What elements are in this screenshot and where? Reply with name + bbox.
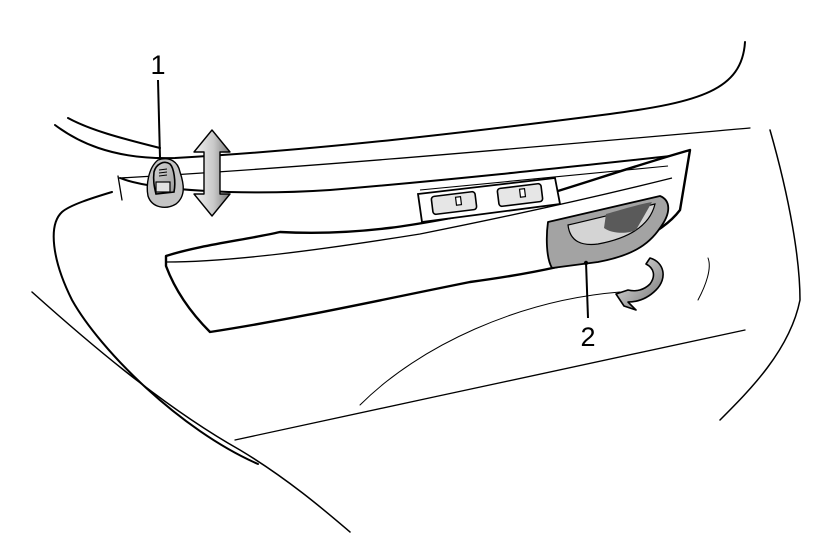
door-shell <box>31 129 801 533</box>
window-switch-left[interactable] <box>430 190 478 216</box>
interior-door-handle[interactable] <box>545 195 670 269</box>
double-vertical-arrow-icon <box>193 129 231 217</box>
window-switch-panel <box>416 177 562 224</box>
window-switch-right[interactable] <box>496 182 544 208</box>
callout-1: 1 <box>150 50 166 159</box>
window-frame <box>54 41 746 160</box>
door-lock-knob[interactable] <box>146 158 184 208</box>
curved-rotate-arrow-icon <box>615 257 664 311</box>
callout-2: 2 <box>580 260 596 352</box>
callout-1-label: 1 <box>150 50 165 80</box>
callout-2-label: 2 <box>580 322 595 352</box>
